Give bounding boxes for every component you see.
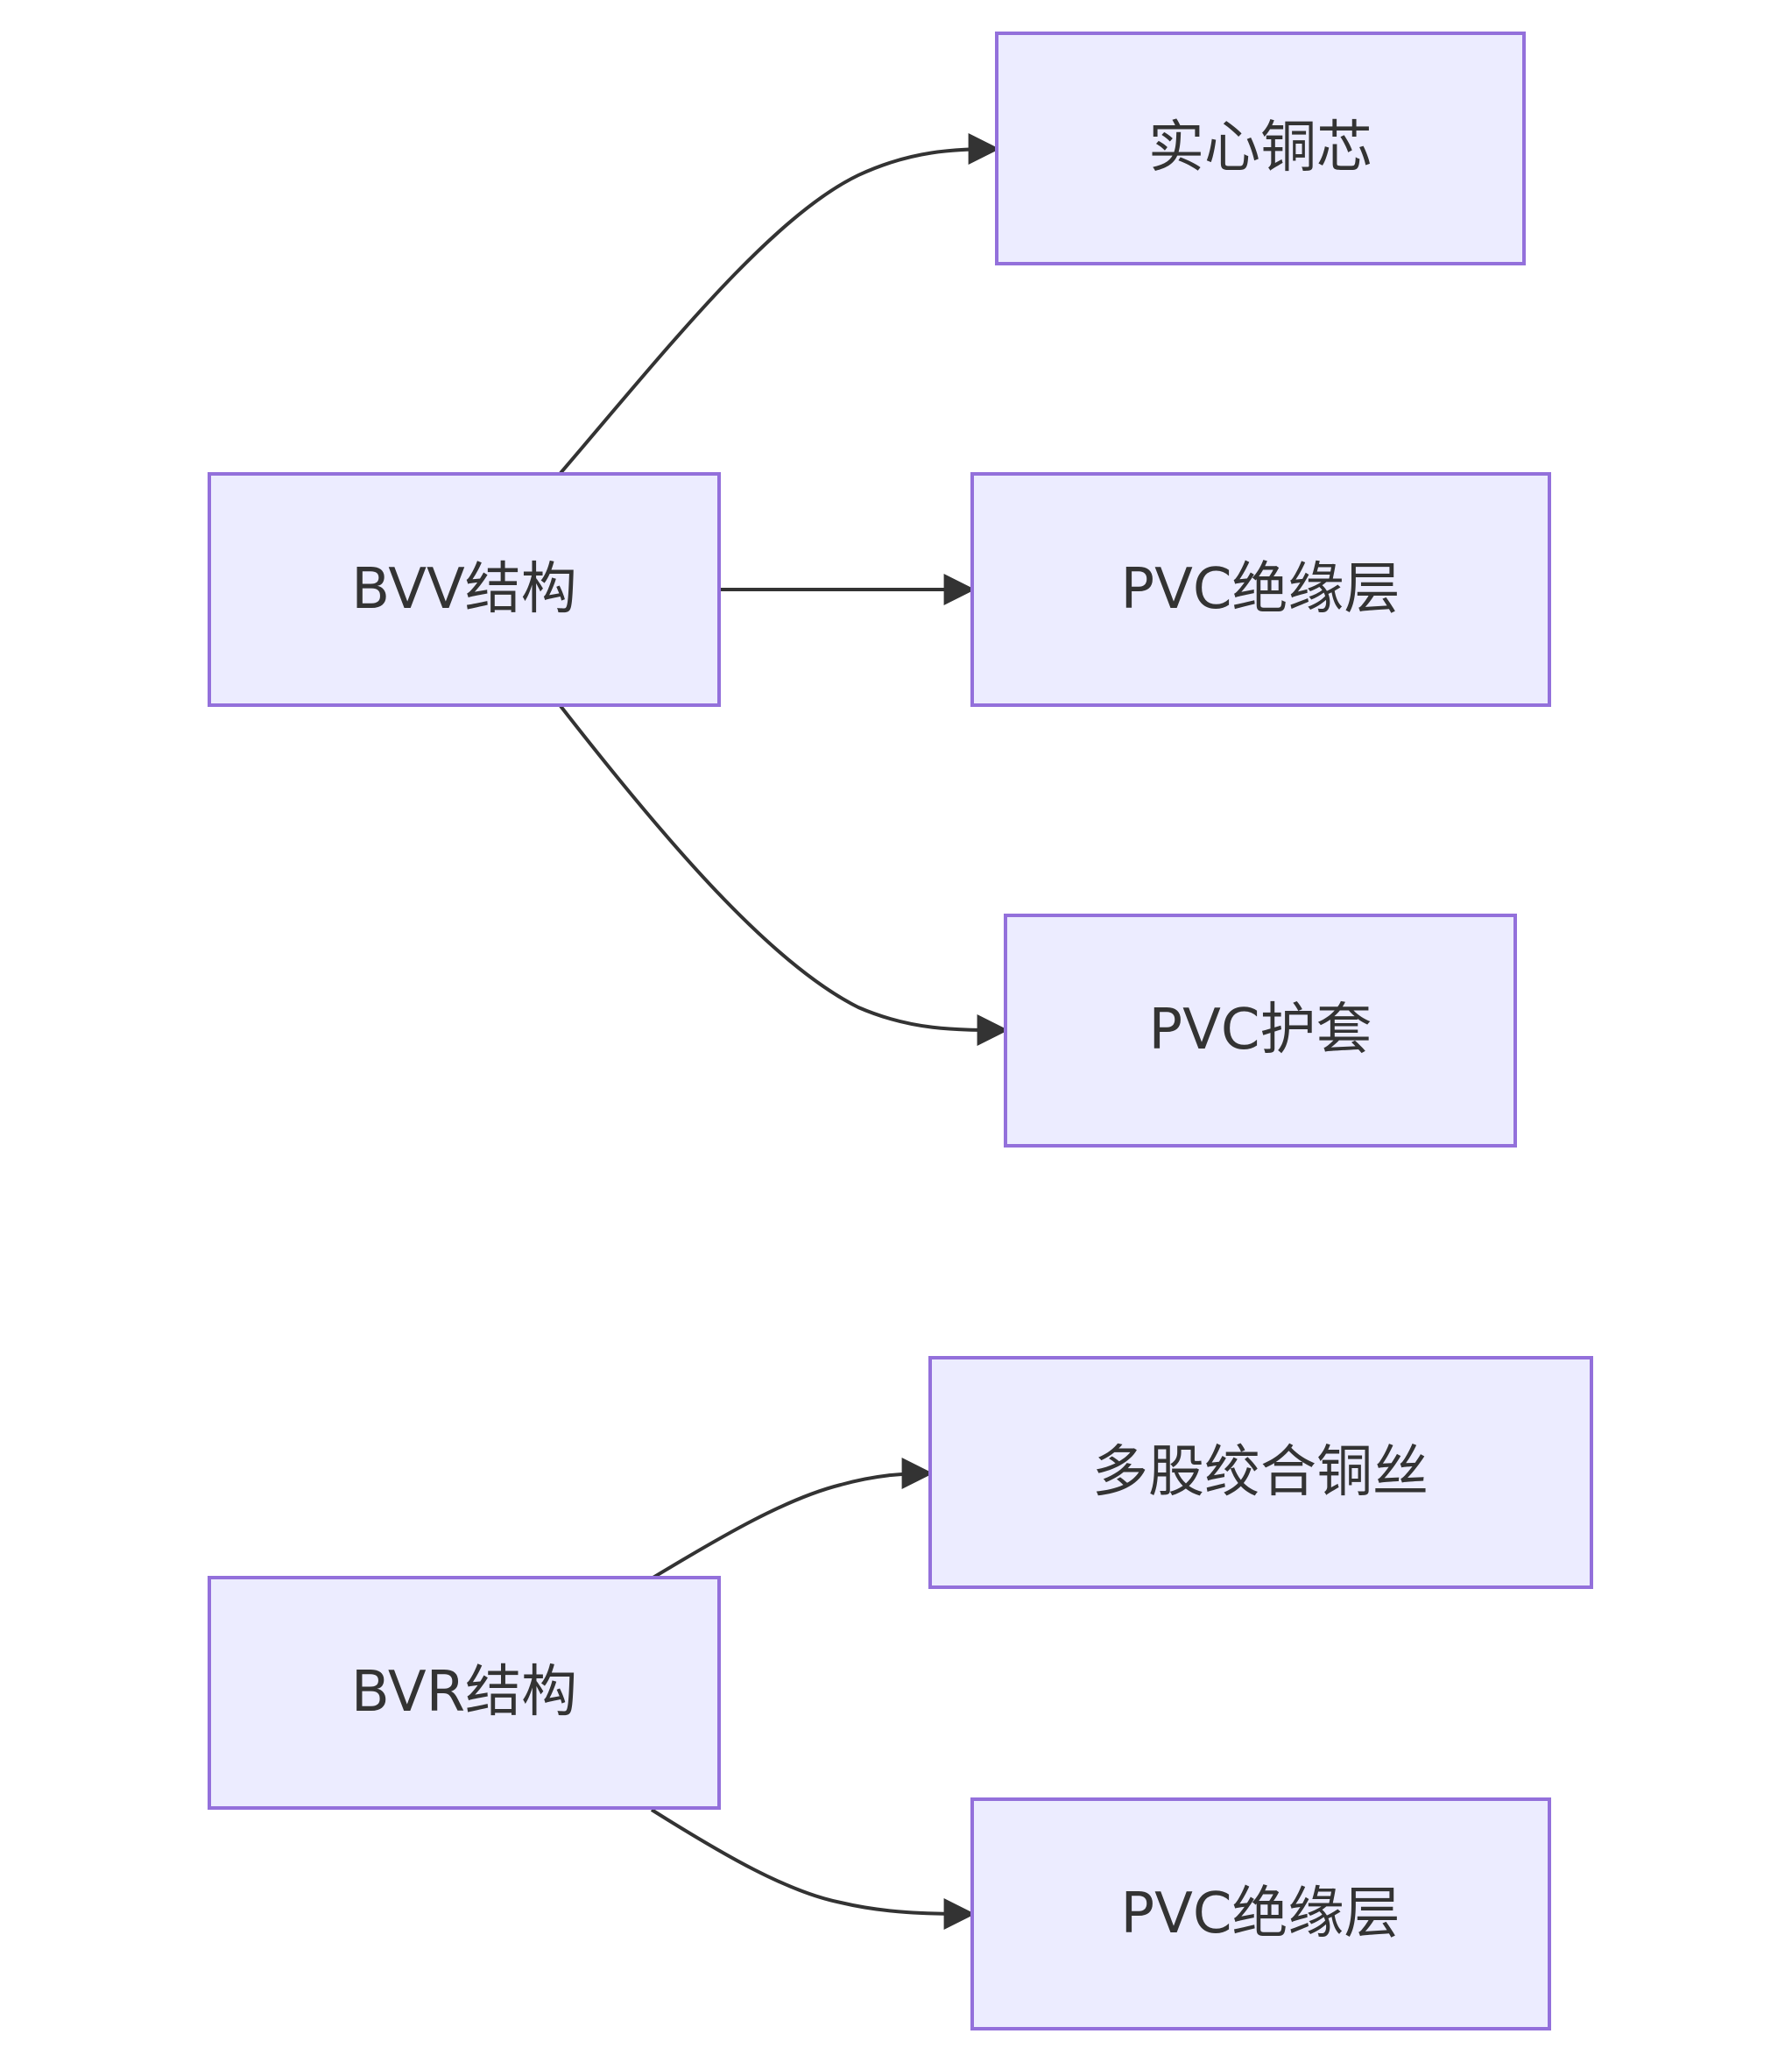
node-label: BVV结构	[351, 557, 577, 622]
edge-bvr-to-pvc-insulation	[650, 1808, 976, 1930]
node-label: PVC绝缘层	[1120, 557, 1400, 622]
node-pvc-insulation-bvr: PVC绝缘层	[970, 1797, 1551, 2030]
node-label: BVR结构	[351, 1660, 577, 1725]
edge-bvr-to-stranded-copper-wire	[650, 1458, 934, 1580]
node-label: PVC绝缘层	[1120, 1882, 1400, 1946]
edges	[559, 133, 1009, 1930]
node-bvv-structure: BVV结构	[208, 472, 721, 707]
node-label: PVC护套	[1148, 998, 1372, 1063]
node-label: 多股绞合铜丝	[1092, 1440, 1429, 1505]
node-stranded-copper-wire: 多股绞合铜丝	[928, 1356, 1593, 1589]
node-pvc-sheath: PVC护套	[1004, 914, 1517, 1148]
node-pvc-insulation-bvv: PVC绝缘层	[970, 472, 1551, 707]
edge-bvv-to-solid-copper-core	[559, 133, 1000, 475]
node-label: 实心铜芯	[1148, 116, 1372, 180]
node-solid-copper-core: 实心铜芯	[995, 32, 1526, 265]
node-bvr-structure: BVR结构	[208, 1576, 721, 1810]
edge-bvv-to-pvc-sheath	[559, 704, 1009, 1046]
